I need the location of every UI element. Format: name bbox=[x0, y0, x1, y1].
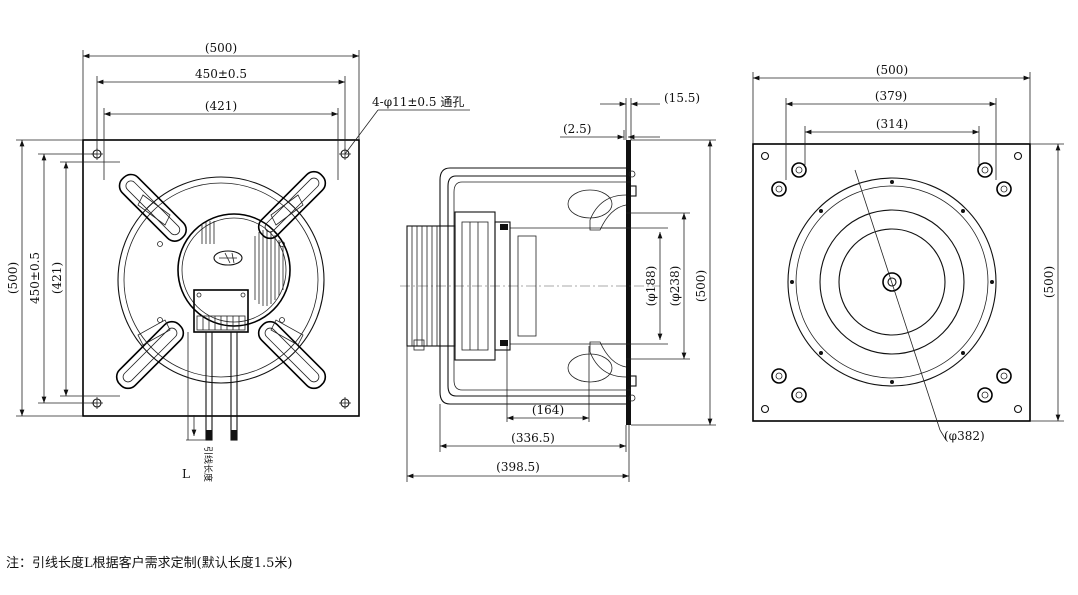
rear-nuts bbox=[771, 162, 1012, 403]
dim-rear-d382: (φ382) bbox=[944, 429, 985, 443]
dim-rear-height: (500) bbox=[1042, 266, 1056, 298]
rear-heatsink-fins bbox=[411, 226, 438, 346]
heatsink-fins bbox=[201, 221, 284, 306]
mounting-holes-rear bbox=[760, 151, 1023, 414]
dim-side-d238: (φ238) bbox=[668, 266, 682, 307]
dim-front-height: (500) bbox=[6, 262, 20, 294]
dim-side-gap: (2.5) bbox=[563, 122, 591, 136]
footnote: 注：引线长度L根据客户需求定制(默认长度1.5米) bbox=[6, 556, 293, 571]
dim-rear-314: (314) bbox=[876, 117, 908, 131]
dim-side-336: (336.5) bbox=[511, 431, 555, 445]
brand-logo bbox=[213, 250, 243, 266]
dim-front-hole-pitch: 450±0.5 bbox=[195, 67, 247, 81]
dim-side-flange: (15.5) bbox=[664, 91, 700, 105]
hole-spec-label: 4-φ11±0.5 通孔 bbox=[372, 95, 464, 109]
ring-bolts bbox=[790, 180, 994, 384]
front-view: (500) 450±0.5 (421) 4-φ11±0.5 通孔 (500) 4… bbox=[6, 41, 470, 482]
dim-side-height: (500) bbox=[694, 270, 708, 302]
dim-rear-width: (500) bbox=[876, 63, 908, 77]
mounting-arms bbox=[115, 170, 327, 390]
lead-wires bbox=[205, 331, 238, 441]
dim-side-d188: (φ188) bbox=[644, 266, 658, 307]
dim-front-inner: (421) bbox=[205, 99, 237, 113]
dim-side-164: (164) bbox=[532, 403, 564, 417]
dim-front-hole-pitch-v: 450±0.5 bbox=[28, 252, 42, 304]
mounting-holes-front bbox=[91, 148, 351, 409]
lead-length-label: L bbox=[182, 467, 190, 481]
dim-side-398: (398.5) bbox=[496, 460, 540, 474]
dim-rear-379: (379) bbox=[875, 89, 907, 103]
side-view: (15.5) (2.5) (φ188) (φ238) (500) (164) (… bbox=[400, 91, 716, 482]
dim-front-inner-v: (421) bbox=[50, 262, 64, 294]
rear-view: (φ382) (500) (379) (314) (500) bbox=[752, 63, 1064, 443]
dim-front-width: (500) bbox=[205, 41, 237, 55]
lead-length-label-cn: 引线长度 bbox=[202, 446, 214, 482]
